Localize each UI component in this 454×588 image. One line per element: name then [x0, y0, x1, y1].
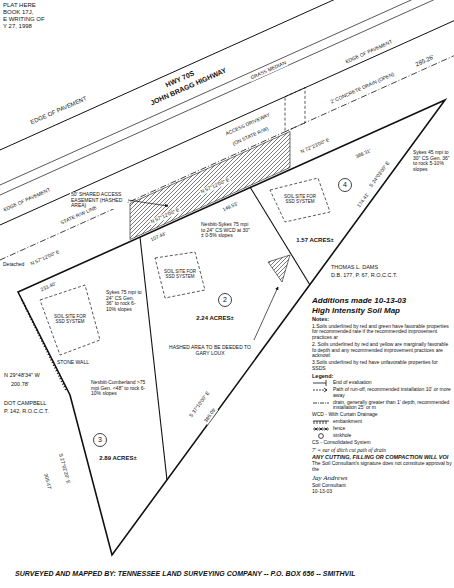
legend-text: drain, generally greater than 1' depth, …: [333, 400, 452, 412]
legend-text: embankment: [333, 419, 362, 425]
bearing-label: 149.53': [221, 201, 240, 213]
map-label: SOIL SITE FOR SSD SYSTEM: [281, 195, 319, 205]
soil-site: [40, 285, 100, 355]
legend-row: End of evaluation: [312, 380, 452, 386]
map-label: D.B. 177, P. 67, R.O.C.C.T.: [330, 272, 398, 278]
legend-swatch: [312, 419, 330, 425]
map-label: STONE WALL: [56, 360, 90, 366]
note-text: CS - Consolidated System: [312, 440, 452, 446]
legend-text: Path of run-off, recommended installatio…: [333, 387, 452, 399]
note-text: The Soil Consultant's signature does not…: [312, 461, 452, 473]
legend-text: fence: [333, 426, 345, 432]
map-label: 50' SHARED ACCESS EASEMENT (HASHED AREA): [70, 192, 127, 209]
map-label: PLAT HERE: [2, 2, 37, 9]
note-text: High Intensity Soil Map: [312, 306, 452, 315]
legend-swatch: [312, 380, 330, 386]
map-label: Sykes 75 mpi to 24" CS Gen. 36" to rock …: [105, 290, 143, 312]
legend-text: sinkhole: [333, 433, 351, 439]
map-label: DOT CAMPBELL: [3, 400, 47, 406]
note-text: Legend:: [312, 373, 452, 379]
legend-row: Path of run-off, recommended installatio…: [312, 387, 452, 399]
soil-site: [270, 178, 330, 222]
easement-hatch: [130, 132, 290, 240]
callout-number: 3: [97, 436, 103, 444]
bearing-label: EDGE OF PAVEMENT: [344, 39, 394, 65]
row-line: [0, 56, 454, 260]
note-text: Jay Andrews: [312, 474, 452, 482]
map-label: Y 27, 1998: [2, 23, 33, 30]
map-label: 2.24 ACRES±: [195, 315, 234, 322]
legend-row: drain, generally greater than 1' depth, …: [312, 400, 452, 412]
pavement-edge: [0, 0, 454, 150]
bearing-label: 305.47': [42, 472, 52, 491]
note-text: 2. Soils underlined by red and yellow ar…: [312, 342, 452, 359]
bearing-label: 368.31': [354, 148, 373, 160]
note-text: Notes:: [312, 316, 452, 322]
bearing-label: 233.40': [39, 281, 58, 293]
note-text: 7' = ear of ditch cut path of drain: [312, 447, 452, 453]
legend-row: sinkhole: [312, 433, 452, 439]
map-label: 2.89 ACRES±: [98, 455, 137, 462]
note-text: WCD - With Curtain Drainage: [312, 412, 452, 418]
map-label: SOIL SITE FOR SSD SYSTEM: [161, 270, 199, 280]
bearing-label: 285.26': [414, 54, 436, 69]
note-text: 3.Soils underlined by red have unfavorab…: [312, 360, 452, 372]
map-label: SOIL SITE FOR SSD SYSTEM: [51, 315, 89, 325]
lot-circle: [339, 179, 352, 192]
bearing-label: N 57°12'00" E: [29, 249, 62, 268]
driveway: [285, 88, 305, 132]
leader-line: [254, 287, 278, 340]
map-label: Nesbitt-Sykes 75 mpi to 24" CS WCD at 30…: [200, 222, 252, 239]
map-label: N 29°48'34" W: [3, 372, 41, 378]
note-text: 10-13-03: [312, 489, 452, 495]
lot-circle: [94, 434, 107, 447]
note-text: Additions made 10-13-03: [312, 296, 452, 305]
map-label: SURVEYED AND MAPPED BY: TENNESSEE LAND S…: [14, 570, 356, 578]
legend-row: embankment: [312, 419, 452, 425]
notes-block: Additions made 10-13-03High Intensity So…: [312, 296, 452, 496]
deeded-area: [268, 255, 290, 282]
lot-circle: [219, 294, 232, 307]
legend-text: End of evaluation: [333, 380, 372, 386]
bearing-label: S 27°02'20" E: [57, 452, 71, 485]
legend-swatch: [312, 426, 330, 432]
soil-site: [155, 252, 205, 298]
map-label: Detached: [2, 262, 25, 268]
note-text: Soil Consultant: [312, 483, 452, 489]
map-label: BOOK 17J,: [2, 9, 34, 16]
map-label: Sykes 45 mpi to 30" CS Gen. 36" to rock …: [412, 150, 454, 172]
bearing-label: EDGE OF PAVEMENT: [29, 95, 89, 127]
map-label: E WRITING OF: [2, 16, 46, 23]
callout-number: 2: [222, 296, 228, 304]
legend-swatch: [312, 387, 330, 393]
note-text: 1.Soils underlined by red and green have…: [312, 324, 452, 341]
map-label: Nesbitt-Cumberland >75 mpi Gen. <48" to …: [90, 380, 152, 397]
bearing-label: S 24°03'00" E: [368, 160, 392, 190]
map-label: THOMAS L. DAMS: [330, 264, 379, 270]
bearing-label: 174.41': [356, 191, 371, 209]
legend-row: fence: [312, 426, 452, 432]
leader-line: [128, 200, 168, 206]
note-text: ANY CUTTING, FILLING OR COMPACTION WILL …: [312, 454, 452, 460]
map-label: P. 142, R.O.C.C.T.: [3, 408, 50, 414]
legend-swatch: [312, 400, 330, 406]
map-label: 200.78': [10, 381, 30, 387]
legend-swatch: [312, 433, 330, 439]
callout-number: 4: [342, 181, 348, 189]
map-label: HASHED AREA TO BE DEEDED TO GARY LOUX: [167, 345, 253, 356]
bearing-label: 2' CONCRETE DRAIN (OPEN): [329, 71, 396, 105]
map-label: 1.57 ACRES±: [295, 237, 334, 244]
